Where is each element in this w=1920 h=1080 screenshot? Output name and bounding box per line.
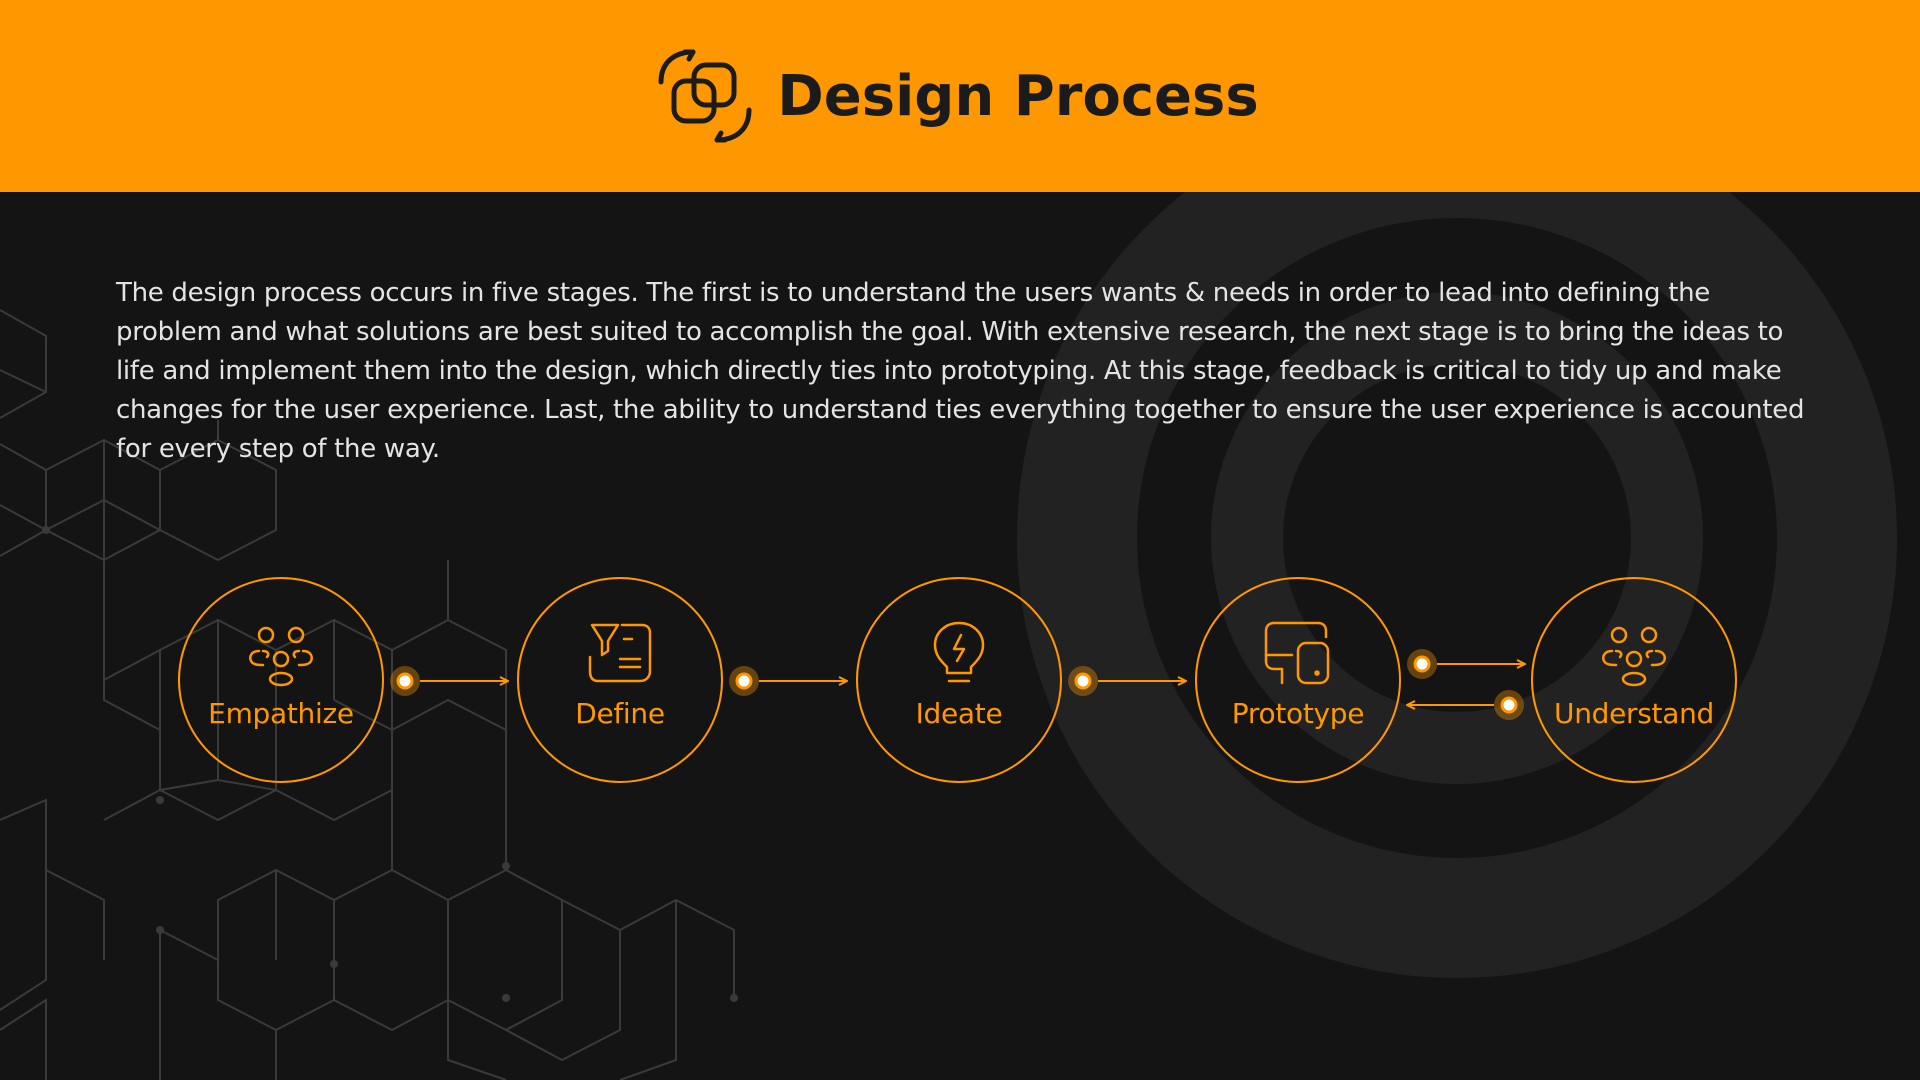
stage-label-ideate: Ideate	[915, 696, 1003, 730]
background-decoration	[0, 192, 1897, 1080]
header-inner: Design Process	[657, 48, 1259, 144]
description-paragraph: The design process occurs in five stages…	[116, 278, 1805, 464]
cube-pattern-nodes	[42, 526, 738, 1002]
stage-label-define: Define	[575, 696, 665, 730]
lightbulb-icon	[933, 621, 985, 682]
header-banner: Design Process	[0, 0, 1920, 192]
connector-empathize-define	[390, 666, 508, 696]
connector-define-ideate	[729, 666, 847, 696]
bg-ring-inner	[1211, 292, 1703, 784]
stage-define: Define	[517, 577, 723, 783]
stage-connectors	[390, 649, 1920, 720]
page-title: Design Process	[777, 63, 1259, 129]
overlapping-squares-cycle-icon	[658, 49, 752, 143]
stage-prototype: Prototype	[1195, 577, 1401, 783]
stage-empathize: Empathize	[178, 577, 384, 783]
stage-understand: Understand	[1531, 577, 1737, 783]
connector-ideate-prototype	[1068, 666, 1186, 696]
stage-label-empathize: Empathize	[208, 696, 354, 730]
stage-ideate: Ideate	[856, 577, 1062, 783]
stage-label-prototype: Prototype	[1231, 696, 1365, 730]
stage-label-understand: Understand	[1554, 696, 1714, 730]
people-group-icon	[1602, 626, 1666, 686]
filter-list-icon	[588, 623, 652, 682]
bg-ring-outer	[1017, 192, 1897, 978]
devices-icon	[1264, 621, 1330, 684]
connector-prototype-understand	[1407, 649, 1525, 720]
people-group-icon	[249, 626, 313, 686]
